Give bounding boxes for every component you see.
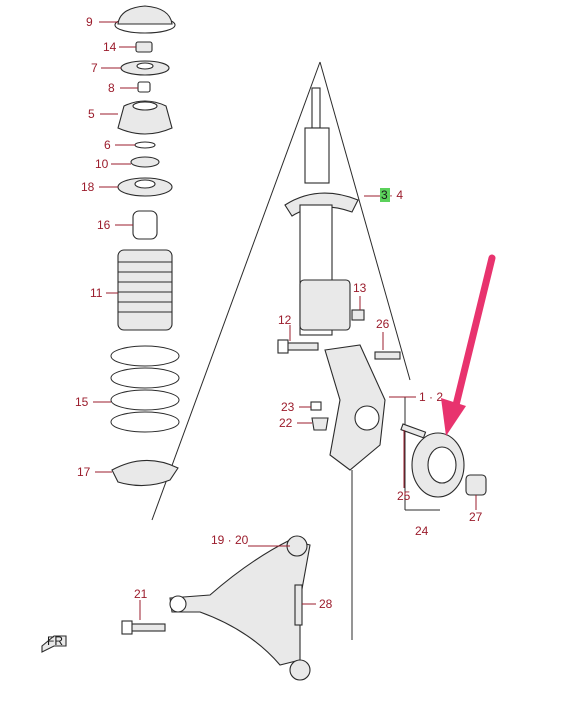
upper-seat-part	[117, 177, 173, 197]
nut-13-part	[351, 309, 365, 321]
hub-bolt-part	[400, 423, 427, 439]
label-24: 24	[415, 524, 429, 538]
leader-lines	[93, 21, 477, 620]
label-27: 27	[469, 510, 483, 524]
bearing-part	[130, 156, 160, 168]
label-26: 26	[376, 317, 390, 331]
strut-assembly-part	[284, 87, 359, 336]
label-11: 11	[90, 286, 103, 300]
washer-part	[134, 141, 156, 149]
label-6: 6	[104, 138, 111, 152]
label-1-2: 1 · 2	[419, 390, 443, 404]
label-4: · 4	[389, 188, 403, 202]
label-7: 7	[91, 61, 98, 75]
label-12: 12	[278, 313, 292, 327]
highlight-box	[380, 188, 390, 202]
bolt-26-part	[374, 351, 401, 360]
label-15: 15	[75, 395, 89, 409]
label-16: 16	[97, 218, 111, 232]
label-23: 23	[281, 400, 295, 414]
label-21: 21	[134, 587, 148, 601]
top-cap-part	[114, 5, 176, 34]
collar-part	[137, 81, 151, 93]
label-17: 17	[77, 465, 91, 479]
pointer-arrow-icon	[441, 254, 496, 436]
lower-arm-part	[169, 535, 311, 681]
hub-bearing-part	[411, 432, 465, 498]
coil-spring-part	[110, 345, 180, 433]
label-14: 14	[103, 40, 117, 54]
hub-nut-part	[465, 474, 487, 496]
label-9: 9	[86, 15, 93, 29]
bolt-12-part	[277, 339, 319, 354]
lower-seat-part	[111, 459, 179, 487]
label-10: 10	[95, 157, 109, 171]
dust-boot-part	[117, 249, 173, 331]
bearing-plate-part	[120, 60, 170, 76]
label-19-20: 19 · 20	[211, 533, 249, 547]
strut-mount-part	[117, 100, 173, 135]
clip-23-part	[310, 401, 322, 411]
front-icon-label: FR	[47, 634, 63, 648]
bolt-21-part	[121, 620, 166, 635]
bolt-28-part	[294, 584, 303, 626]
front-direction-icon: FR	[41, 634, 67, 653]
label-13: 13	[353, 281, 367, 295]
label-5: 5	[88, 107, 95, 121]
label-18: 18	[81, 180, 95, 194]
bump-stop-part	[132, 210, 158, 240]
bracket-22-part	[311, 417, 329, 431]
nut-part	[135, 41, 153, 53]
label-25: 25	[397, 489, 411, 503]
knuckle-part	[324, 344, 386, 471]
label-22: 22	[279, 416, 293, 430]
label-28: 28	[319, 597, 333, 611]
label-8: 8	[108, 81, 115, 95]
guide-lines	[151, 61, 440, 640]
label-3: 3	[381, 188, 388, 202]
